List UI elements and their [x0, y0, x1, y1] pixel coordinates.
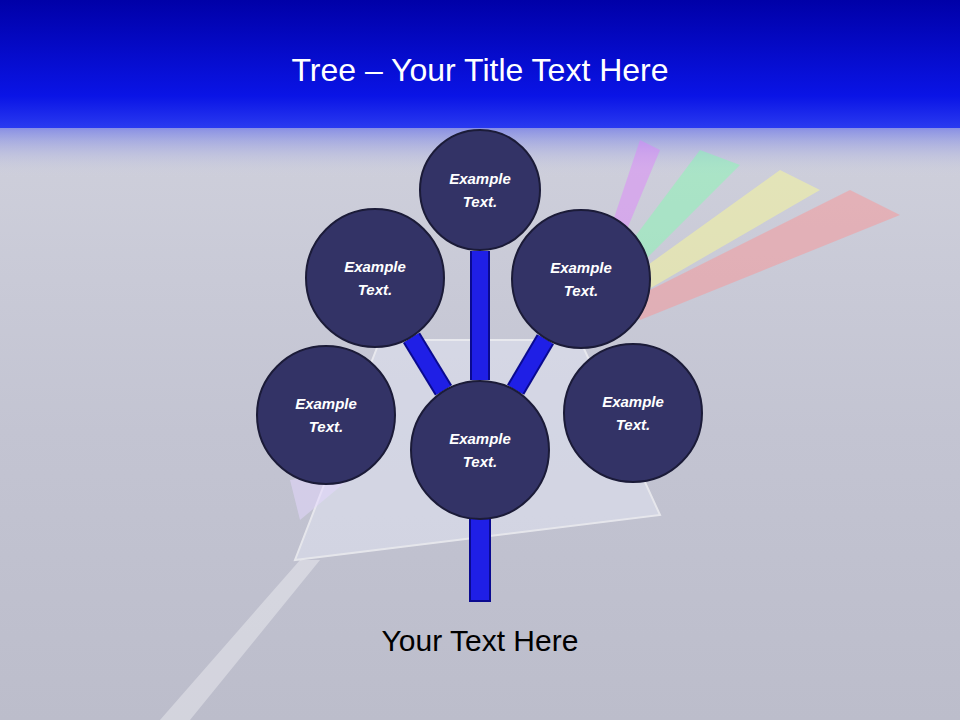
node-label: Example Text.	[441, 427, 519, 473]
title-band	[0, 0, 960, 128]
tree-circle: Example Text.	[305, 208, 445, 348]
tree-branch	[516, 339, 546, 389]
tree-circle: Example Text.	[410, 380, 550, 520]
tree-circle: Example Text.	[511, 209, 651, 349]
node-label: Example Text.	[441, 167, 519, 213]
tree-circle: Example Text.	[256, 345, 396, 485]
node-label: Example Text.	[594, 390, 672, 436]
tree-branch	[480, 251, 481, 380]
node-label: Example Text.	[336, 255, 414, 301]
node-label: Example Text.	[542, 256, 620, 302]
light-beam	[160, 560, 320, 720]
title: Tree – Your Title Text Here	[0, 52, 960, 89]
tree-circle: Example Text.	[563, 343, 703, 483]
tree-circle: Example Text.	[419, 129, 541, 251]
node-label: Example Text.	[287, 392, 365, 438]
caption: Your Text Here	[0, 624, 960, 658]
tree-branch	[411, 338, 443, 391]
